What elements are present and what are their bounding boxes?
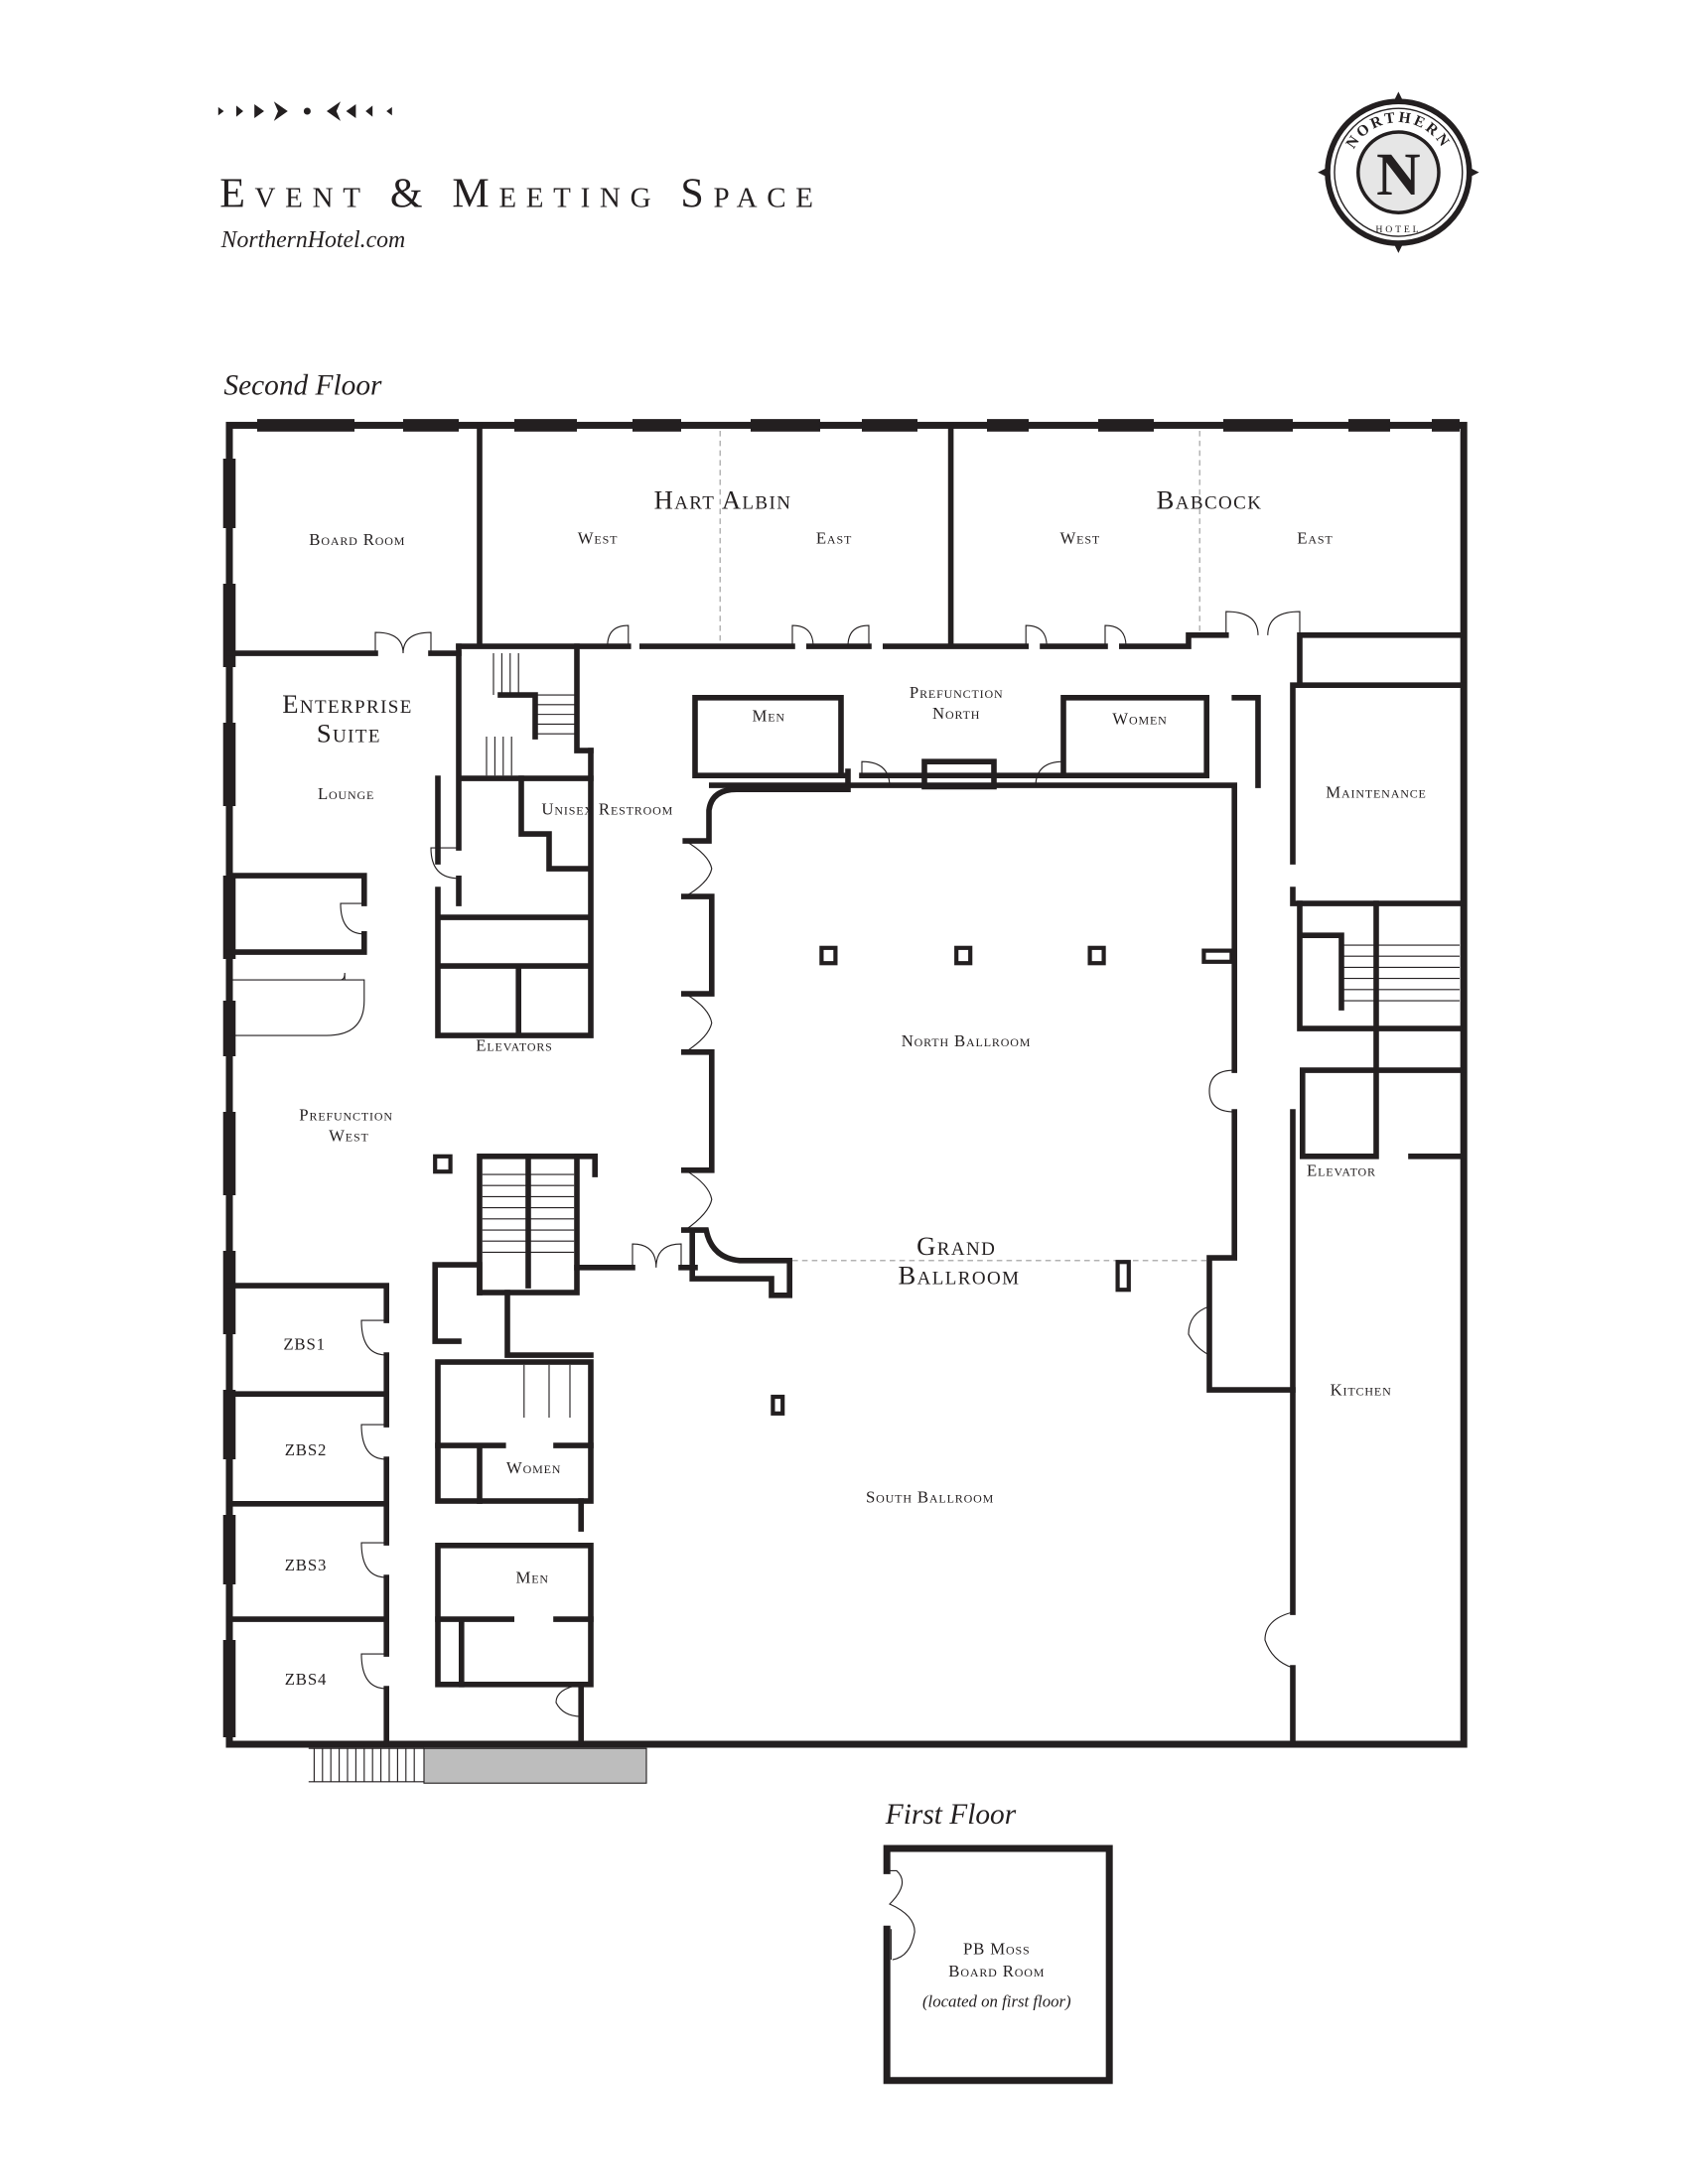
- room-lounge[interactable]: Lounge: [318, 784, 374, 803]
- room-hart-albin-west[interactable]: West: [578, 528, 619, 547]
- room-enterprise-suite-line2: Suite: [317, 719, 381, 749]
- room-men-west[interactable]: Men: [515, 1569, 548, 1587]
- second-floor-heading: Second Floor: [223, 370, 382, 402]
- ornament-divider: [217, 101, 392, 121]
- room-enterprise-suite[interactable]: Enterprise: [282, 689, 413, 719]
- room-grand-ballroom[interactable]: Grand: [916, 1231, 996, 1261]
- room-babcock-east[interactable]: East: [1297, 528, 1333, 547]
- room-prefunction-west-line2: West: [329, 1126, 369, 1145]
- room-labels: Board Room Hart Albin West East Babcock …: [282, 484, 1426, 1689]
- room-kitchen[interactable]: Kitchen: [1331, 1381, 1392, 1400]
- room-zbs1[interactable]: ZBS1: [283, 1334, 326, 1353]
- room-prefunction-north-line2: North: [932, 704, 980, 723]
- room-south-ballroom[interactable]: South Ballroom: [866, 1487, 994, 1506]
- room-zbs2[interactable]: ZBS2: [285, 1440, 328, 1459]
- page-title: Event & Meeting Space: [219, 172, 817, 217]
- room-babcock-west[interactable]: West: [1060, 528, 1101, 547]
- room-prefunction-north[interactable]: Prefunction: [910, 683, 1004, 702]
- first-floor-plan: [883, 1844, 1113, 2085]
- svg-text:N: N: [1376, 141, 1420, 208]
- room-women-west[interactable]: Women: [506, 1458, 561, 1477]
- room-grand-ballroom-line2: Ballroom: [899, 1261, 1021, 1291]
- first-floor-heading: First Floor: [885, 1799, 1017, 1831]
- room-men-north[interactable]: Men: [752, 707, 784, 726]
- room-elevators[interactable]: Elevators: [476, 1035, 552, 1054]
- room-board-room[interactable]: Board Room: [309, 530, 405, 549]
- first-floor-note: (located on first floor): [922, 1992, 1071, 2011]
- room-maintenance[interactable]: Maintenance: [1326, 783, 1426, 802]
- second-floor-plan: [222, 419, 1468, 1784]
- room-pb-moss-board-room[interactable]: PB Moss: [963, 1939, 1031, 1958]
- room-zbs4[interactable]: ZBS4: [285, 1670, 328, 1689]
- svg-text:HOTEL: HOTEL: [1375, 224, 1421, 235]
- room-north-ballroom[interactable]: North Ballroom: [902, 1031, 1032, 1050]
- room-elevator-east[interactable]: Elevator: [1307, 1160, 1376, 1179]
- room-zbs3[interactable]: ZBS3: [285, 1556, 328, 1574]
- northern-hotel-logo: NORTHERN N HOTEL: [1318, 91, 1479, 253]
- room-women-north[interactable]: Women: [1112, 709, 1167, 728]
- room-unisex-restroom[interactable]: Unisex Restroom: [541, 799, 673, 818]
- room-prefunction-west[interactable]: Prefunction: [299, 1105, 393, 1124]
- website-link[interactable]: NorthernHotel.com: [220, 227, 406, 253]
- room-hart-albin[interactable]: Hart Albin: [654, 484, 792, 514]
- room-babcock[interactable]: Babcock: [1157, 484, 1263, 514]
- room-pb-moss-board-room-line2: Board Room: [948, 1962, 1045, 1980]
- room-hart-albin-east[interactable]: East: [816, 528, 852, 547]
